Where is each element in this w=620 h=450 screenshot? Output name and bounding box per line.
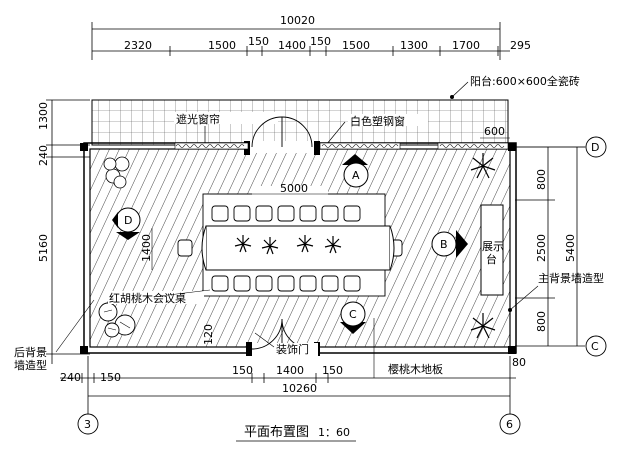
- dim-bottom-1: 240: [60, 371, 81, 384]
- axis-bubble-d: [585, 136, 607, 158]
- curtain-left: [175, 144, 245, 148]
- dim-120: 120: [202, 324, 215, 345]
- display-stand: [480, 204, 504, 296]
- drawing-title: 平面布置图: [244, 425, 309, 440]
- axis-label-6: 6: [506, 418, 513, 431]
- chairs-bottom: [211, 275, 361, 292]
- axis-bubble-3: [77, 413, 99, 435]
- balcony-label: 阳台:600×600全瓷砖: [470, 74, 580, 88]
- back-wall-label-1: 后背景: [14, 345, 47, 359]
- marker-c: C: [340, 301, 366, 334]
- balcony-door-right-swing: [281, 116, 313, 148]
- dim-bottom-total: 10260: [282, 382, 317, 395]
- plant-top-right: [470, 153, 496, 179]
- floor-label: 樱桃木地板: [388, 362, 443, 376]
- dim-top-6: 1500: [342, 39, 370, 52]
- marker-d: D: [112, 207, 141, 240]
- display-label-2: 台: [486, 252, 497, 266]
- bottom-door-left-swing: [251, 318, 283, 350]
- svg-text:C: C: [349, 308, 357, 321]
- dim-bottom-2: 150: [100, 371, 121, 384]
- back-wall-label-2: 墙造型: [14, 358, 47, 372]
- display-label-1: 展示: [482, 240, 504, 253]
- axis-bubble-6: [499, 413, 521, 435]
- dim-right-3: 800: [535, 311, 548, 332]
- dim-right-total: 5400: [564, 234, 577, 262]
- svg-text:B: B: [440, 238, 448, 251]
- dim-bottom-6: 80: [512, 356, 526, 369]
- balcony-label-bg: [470, 74, 610, 88]
- dim-left-1: 1300: [37, 102, 50, 130]
- dim-top-3: 150: [248, 35, 269, 48]
- dim-right-1: 800: [535, 169, 548, 190]
- table-width-dim: 1400: [140, 234, 153, 262]
- dim-left-3: 5160: [37, 234, 50, 262]
- dim-top-1: 2320: [124, 39, 152, 52]
- axis-bubble-c: [585, 335, 607, 357]
- bottom-dimension-lines: [60, 356, 516, 418]
- dim-top-5: 150: [310, 35, 331, 48]
- right-dimension-lines: [515, 146, 585, 347]
- marker-b: B: [431, 230, 468, 258]
- dim-right-2: 2500: [535, 234, 548, 262]
- dim-top-7: 1300: [400, 39, 428, 52]
- dim-left-2: 240: [37, 145, 50, 166]
- window-label: 白色塑钢窗: [350, 114, 405, 128]
- axis-label-d: D: [591, 141, 599, 154]
- dim-bottom-4: 1400: [276, 364, 304, 377]
- dim-600: 600: [484, 125, 505, 138]
- dim-bottom-3: 150: [232, 364, 253, 377]
- conference-table: [205, 225, 391, 271]
- window-label-bg: [348, 114, 428, 126]
- curtain-right: [439, 144, 505, 148]
- top-dimension-lines: [91, 22, 510, 60]
- dim-top-total: 10020: [280, 14, 315, 27]
- table-length-dim: 5000: [280, 182, 308, 195]
- svg-text:A: A: [352, 169, 360, 182]
- curtain-mid: [321, 144, 399, 148]
- dim-top-8: 1700: [452, 39, 480, 52]
- curtain-label: 遮光窗帘: [176, 112, 220, 126]
- door-label: 装饰门: [276, 342, 309, 356]
- balcony-door-left-swing: [251, 116, 283, 148]
- table-plants: [234, 235, 342, 255]
- dim-top-4: 1400: [278, 39, 306, 52]
- drawing-scale: 1：60: [318, 426, 350, 439]
- axis-label-c: C: [591, 340, 599, 353]
- marker-a: A: [342, 154, 369, 188]
- dim-top-2: 1500: [208, 39, 236, 52]
- chair-left-end: [177, 239, 193, 257]
- table-name-label: 红胡桃木会议桌: [109, 291, 186, 305]
- chairs-top: [211, 205, 361, 222]
- plant-bottom-right: [470, 313, 496, 339]
- axis-label-3: 3: [84, 418, 91, 431]
- plant-bottom-left: [98, 302, 136, 338]
- main-wall-label: 主背景墙造型: [538, 271, 604, 285]
- dim-top-9: 295: [510, 39, 531, 52]
- plant-top-left: [103, 156, 130, 189]
- curtain-label-bg: [174, 112, 278, 124]
- svg-text:D: D: [124, 214, 132, 227]
- dim-bottom-5: 150: [322, 364, 343, 377]
